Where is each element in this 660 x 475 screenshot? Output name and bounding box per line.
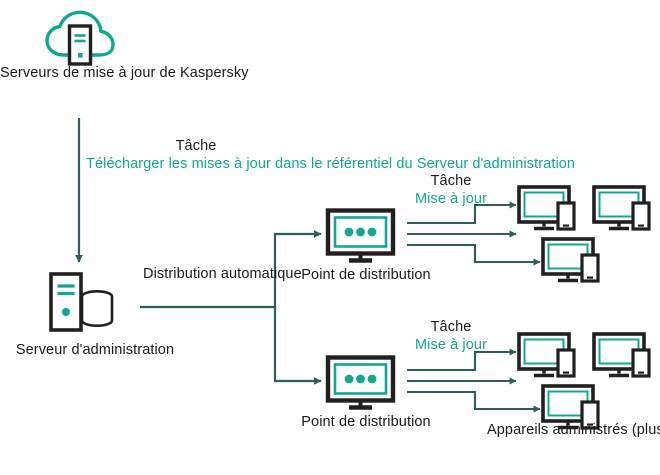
device-monitor-phone-icon-3 (541, 237, 600, 283)
edge-label-update-task-top-body: Mise à jour (414, 191, 487, 207)
edge-label-update-task-top-heading: Tâche (430, 173, 472, 189)
device-monitor-phone-icon-2 (592, 185, 651, 231)
server-database-icon (49, 272, 114, 332)
node-label-managed-devices: Appareils administrés (plus de 300) (487, 422, 660, 438)
device-monitor-phone-icon-6 (541, 384, 600, 430)
device-monitor-phone-icon-5 (592, 332, 651, 378)
edge-label-download-task-body: Télécharger les mises à jour dans le réf… (86, 156, 576, 172)
arrow-admin-server-to-branch (140, 230, 322, 385)
node-label-kaspersky-update-servers: Serveurs de mise à jour de Kaspersky (0, 65, 249, 81)
arrows-top-dp-to-devices (407, 201, 541, 266)
cloud-server-icon (45, 10, 115, 66)
device-monitor-phone-icon-1 (517, 185, 576, 231)
arrows-bottom-dp-to-devices (407, 348, 541, 413)
device-monitor-phone-icon-4 (517, 332, 576, 378)
node-label-distribution-point-top: Point de distribution (301, 267, 431, 283)
edge-label-update-task-bottom-heading: Tâche (430, 319, 472, 335)
node-label-administration-server: Serveur d'administration (15, 342, 175, 358)
edge-label-download-task-heading: Tâche (175, 138, 217, 154)
node-label-distribution-point-bottom: Point de distribution (301, 414, 431, 430)
distribution-point-icon-bottom (325, 355, 396, 410)
edge-label-update-task-bottom-body: Mise à jour (414, 337, 487, 353)
distribution-point-icon-top (325, 208, 396, 263)
edge-label-automatic-distribution: Distribution automatique (143, 266, 302, 282)
